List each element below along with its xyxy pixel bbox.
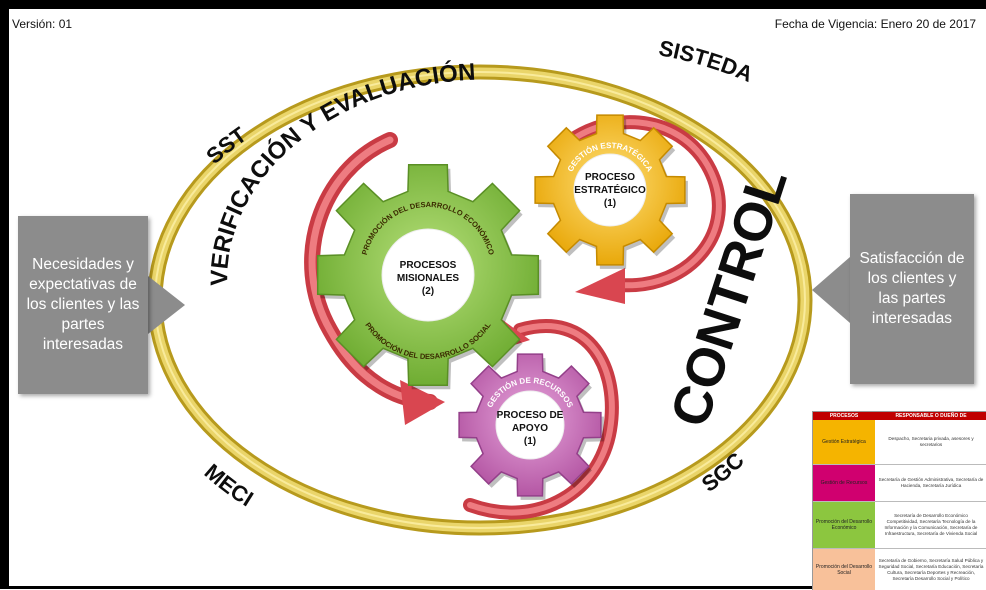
- table-cell-owner: Secretaría de Gestión Administrativa, Se…: [878, 477, 984, 488]
- outputs-box-text: Satisfacción de los clientes y las parte…: [859, 250, 965, 327]
- version-label: Versión: 01: [12, 17, 73, 31]
- ring-label-sisteda: SISTEDA: [657, 35, 757, 87]
- inputs-box: Necesidades y expectativas de los client…: [18, 216, 148, 394]
- inputs-box-text: Necesidades y expectativas de los client…: [26, 256, 140, 353]
- missional-count: (2): [422, 286, 434, 297]
- inputs-box-pointer: [148, 276, 185, 334]
- missional-name-line2: MISIONALES: [397, 273, 460, 284]
- strategic-name-line2: ESTRATÉGICO: [574, 183, 646, 196]
- outputs-box: Satisfacción de los clientes y las parte…: [850, 194, 974, 384]
- table-row: Gestión Estratégica Despacho, Secretaria …: [813, 420, 986, 465]
- table-header: PROCESOS RESPONSABLE O DUEÑO DE: [813, 412, 986, 420]
- arrowhead-missional: [400, 380, 445, 425]
- table-cell-owner: Despacho, Secretaria privada, asesores y…: [888, 436, 974, 447]
- table-cell-owner: Secretaría de Gobierno, Secretaría Salud…: [878, 558, 984, 581]
- table-cell-process: Gestión de Recursos: [813, 465, 875, 501]
- table-row: Promoción del Desarrollo Económico Secret…: [813, 502, 986, 549]
- table-body: Gestión Estratégica Despacho, Secretaria …: [813, 420, 986, 590]
- outputs-box-pointer: [812, 257, 850, 323]
- support-count: (1): [524, 436, 536, 447]
- table-cell-process: Promoción del Desarrollo Económico: [813, 502, 875, 548]
- strategic-count: (1): [604, 198, 616, 209]
- missional-name-line1: PROCESOS: [400, 260, 457, 271]
- table-cell-owner: Secretaría de Desarrollo Económico Compe…: [884, 513, 978, 536]
- table-header-owner: RESPONSABLE O DUEÑO DE: [895, 413, 967, 419]
- support-name-line2: APOYO: [512, 423, 548, 434]
- missional-center: [381, 228, 475, 322]
- table-header-process: PROCESOS: [829, 413, 859, 419]
- arrowhead-strategic: [575, 268, 625, 304]
- responsibility-table: PROCESOS RESPONSABLE O DUEÑO DE Gestión …: [812, 411, 986, 590]
- support-name-line1: PROCESO DE: [497, 410, 564, 421]
- effective-date-label: Fecha de Vigencia: Enero 20 de 2017: [774, 17, 976, 31]
- table-cell-process: Gestión Estratégica: [813, 420, 875, 464]
- table-cell-process: Promoción del Desarrollo Social: [813, 549, 875, 590]
- support-center: [495, 390, 565, 460]
- strategic-center: [573, 153, 647, 227]
- strategic-name-line1: PROCESO: [585, 172, 635, 183]
